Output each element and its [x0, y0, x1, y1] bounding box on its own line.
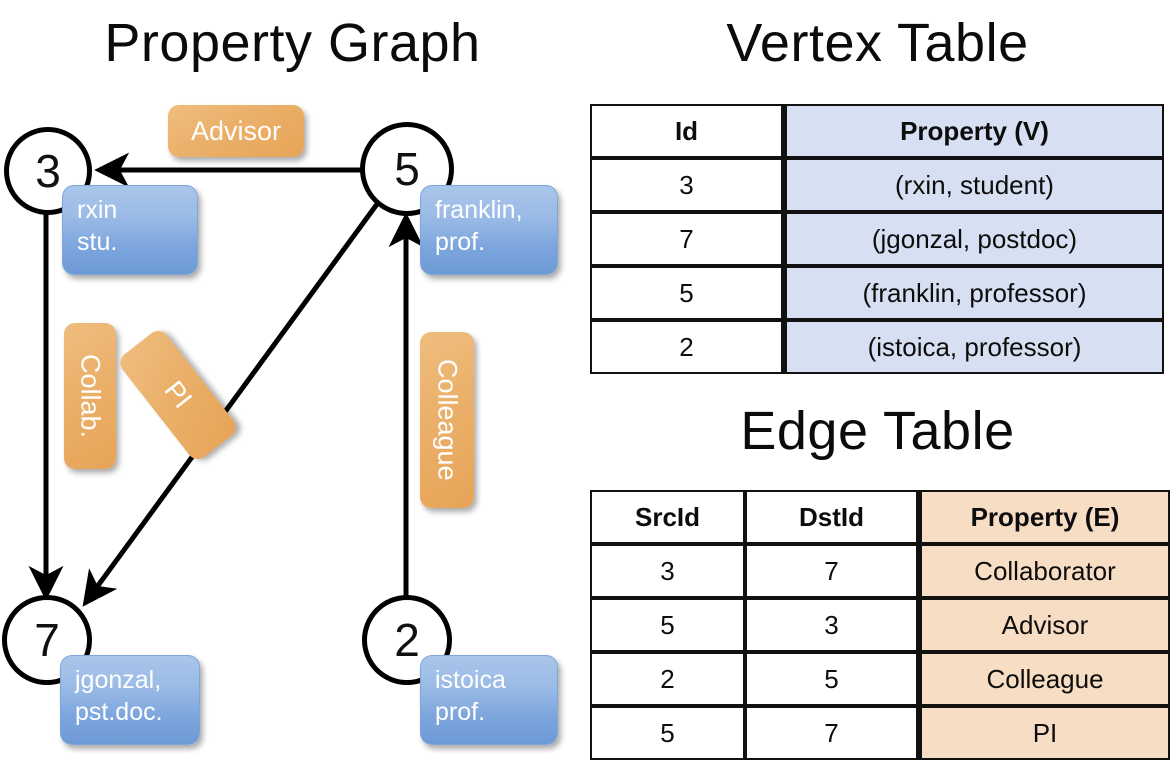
edge-table-header-property: Property (E)	[918, 490, 1170, 544]
edge-table: SrcId DstId Property (E) 3 7 Collaborato…	[590, 490, 1170, 760]
vertex-table-cell-id: 7	[590, 212, 783, 266]
edge-table-cell-dstid: 7	[745, 706, 918, 760]
edge-table-header-row: SrcId DstId Property (E)	[590, 490, 1170, 544]
vertex-property-bubble-3: rxin stu.	[62, 185, 198, 275]
edge-label-advisor-text: Advisor	[190, 115, 282, 146]
page-title-edge-table: Edge Table	[740, 401, 1015, 461]
edge-label-pi-text: PI	[158, 375, 199, 414]
table-row: 3 (rxin, student)	[590, 158, 1164, 212]
vertex-property-bubble-5: franklin, prof.	[420, 185, 558, 275]
table-row: 5 3 Advisor	[590, 598, 1170, 652]
edge-label-colleague: Colleague	[420, 332, 474, 508]
vertex-table-cell-property: (jgonzal, postdoc)	[783, 212, 1164, 266]
table-row: 2 5 Colleague	[590, 652, 1170, 706]
vertex-node-5-label: 5	[394, 143, 420, 195]
edge-label-advisor: Advisor	[168, 105, 304, 157]
vertex-table-cell-property: (rxin, student)	[783, 158, 1164, 212]
property-graph-diagram: 3 5 7 2 rxin stu. franklin, prof. jgonza…	[0, 90, 585, 760]
vertex-property-3-line1: rxin	[77, 196, 118, 224]
edge-table-cell-property: Colleague	[918, 652, 1170, 706]
vertex-node-7-label: 7	[34, 614, 60, 666]
vertex-table-cell-id: 2	[590, 320, 783, 374]
edge-table-cell-srcid: 2	[590, 652, 745, 706]
edge-table-cell-dstid: 3	[745, 598, 918, 652]
vertex-table: Id Property (V) 3 (rxin, student) 7 (jgo…	[590, 104, 1164, 374]
edge-table-header-dstid: DstId	[745, 490, 918, 544]
edge-label-collab-text: Collab.	[75, 353, 106, 439]
vertex-table-cell-id: 5	[590, 266, 783, 320]
vertex-table-cell-property: (franklin, professor)	[783, 266, 1164, 320]
vertex-property-5-line2: prof.	[435, 227, 486, 256]
page-title-vertex-table: Vertex Table	[726, 13, 1029, 73]
edge-label-colleague-text: Colleague	[432, 359, 463, 481]
edge-table-cell-srcid: 5	[590, 598, 745, 652]
edge-table-cell-property: PI	[918, 706, 1170, 760]
table-row: 5 7 PI	[590, 706, 1170, 760]
edge-label-collab: Collab.	[64, 323, 116, 469]
page-title-property-graph: Property Graph	[104, 13, 481, 73]
edge-table-cell-dstid: 5	[745, 652, 918, 706]
vertex-property-bubble-7: jgonzal, pst.doc.	[60, 655, 200, 745]
vertex-node-2-label: 2	[394, 614, 420, 666]
vertex-node-3-label: 3	[35, 145, 61, 197]
vertex-property-2-line1: istoica	[435, 666, 506, 694]
edge-table-cell-property: Collaborator	[918, 544, 1170, 598]
vertex-table-header-property: Property (V)	[783, 104, 1164, 158]
vertex-table-cell-property: (istoica, professor)	[783, 320, 1164, 374]
edge-table-cell-property: Advisor	[918, 598, 1170, 652]
vertex-property-3-line2: stu.	[77, 227, 118, 256]
vertex-table-cell-id: 3	[590, 158, 783, 212]
table-row: 2 (istoica, professor)	[590, 320, 1164, 374]
edge-table-header-srcid: SrcId	[590, 490, 745, 544]
edge-5-to-7	[82, 198, 383, 607]
edge-table-cell-srcid: 5	[590, 706, 745, 760]
vertex-property-5-line1: franklin,	[435, 196, 523, 224]
vertex-table-header-id: Id	[590, 104, 783, 158]
vertex-property-7-line2: pst.doc.	[75, 697, 163, 726]
vertex-property-7-line1: jgonzal,	[75, 666, 162, 694]
graph-edges-layer	[28, 152, 424, 607]
table-row: 5 (franklin, professor)	[590, 266, 1164, 320]
edge-table-cell-srcid: 3	[590, 544, 745, 598]
edge-table-cell-dstid: 7	[745, 544, 918, 598]
table-row: 3 7 Collaborator	[590, 544, 1170, 598]
vertex-property-bubble-2: istoica prof.	[420, 655, 558, 745]
table-row: 7 (jgonzal, postdoc)	[590, 212, 1164, 266]
vertex-property-2-line2: prof.	[435, 697, 486, 726]
vertex-table-header-row: Id Property (V)	[590, 104, 1164, 158]
